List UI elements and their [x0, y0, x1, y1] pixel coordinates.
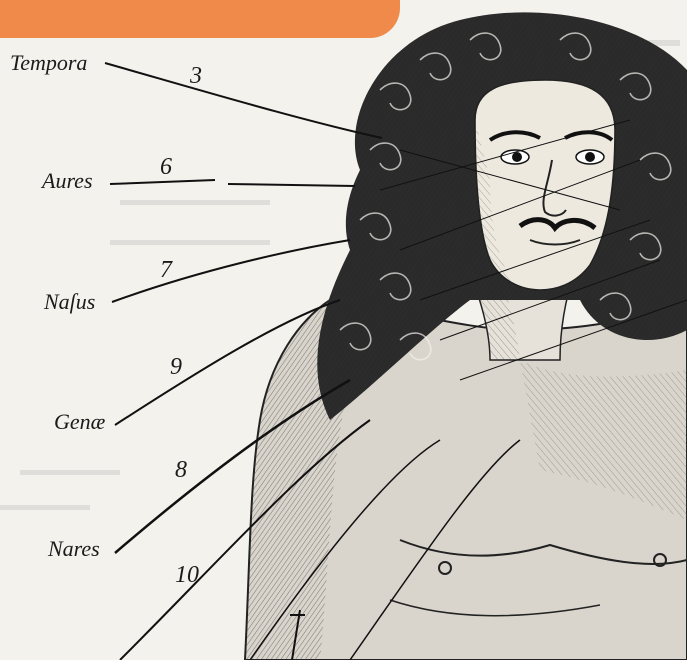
label-aures: Aures [42, 170, 93, 192]
number-3: 3 [190, 64, 202, 88]
number-7: 7 [160, 258, 172, 282]
torso-shape [245, 300, 687, 660]
face [475, 80, 615, 290]
label-genae: Genæ [54, 411, 105, 433]
number-6: 6 [160, 155, 172, 179]
label-nasus: Naſus [44, 291, 95, 313]
label-nares: Nares [48, 538, 100, 560]
label-tempora: Tempora [10, 52, 87, 74]
number-9: 9 [170, 355, 182, 379]
number-10: 10 [175, 563, 199, 587]
number-8: 8 [175, 458, 187, 482]
